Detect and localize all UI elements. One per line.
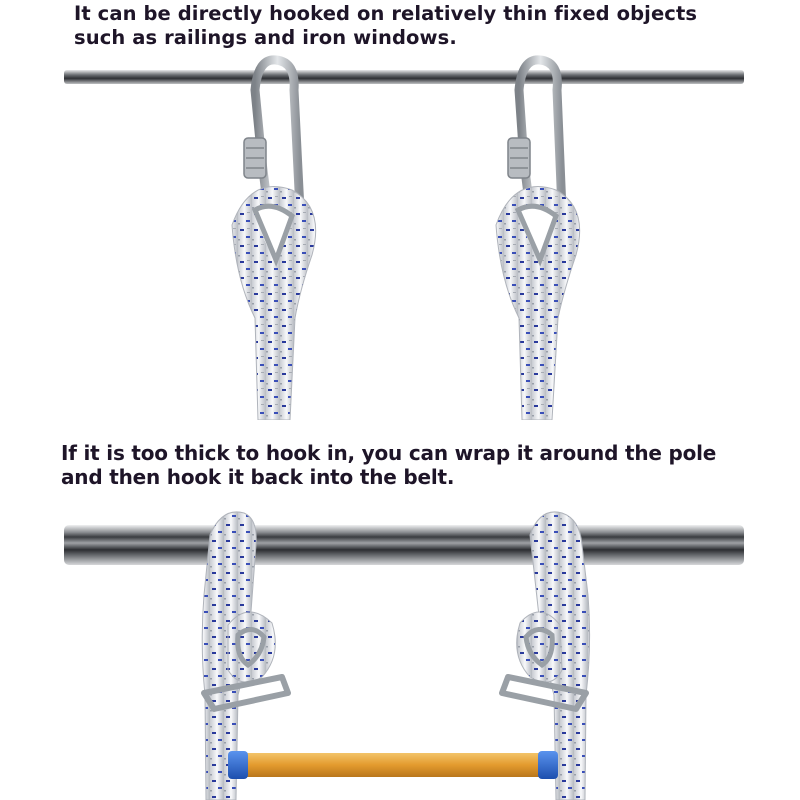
right-carabiner-assembly [495, 55, 581, 420]
left-carabiner-assembly [231, 55, 317, 420]
thin-rail-illustration [0, 50, 800, 420]
right-wrapped-rope [499, 511, 591, 800]
bottom-caption: If it is too thick to hook in, you can w… [61, 441, 717, 490]
thin-rail [64, 70, 744, 84]
thick-pole-illustration [0, 505, 800, 800]
thick-pole [64, 525, 744, 565]
top-caption: It can be directly hooked on relatively … [74, 2, 698, 49]
ladder-rung [228, 751, 558, 779]
left-wrapped-rope [201, 511, 291, 800]
